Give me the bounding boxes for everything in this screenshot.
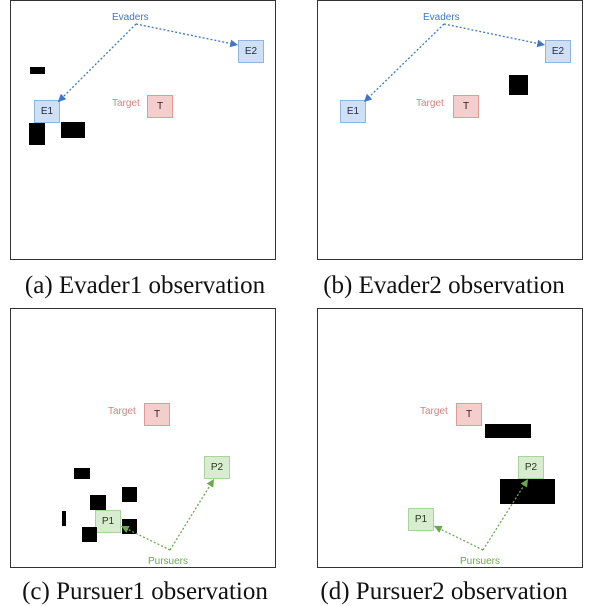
panel-b-arrow-to-evader2 <box>443 23 546 48</box>
panel-a-evader2-box: E2 <box>238 40 264 63</box>
panel-b-obstacle <box>509 75 528 95</box>
panel-c-target-box: T <box>144 403 170 426</box>
panel-b-arrow-to-evader1 <box>363 23 445 103</box>
panel-d-pursuer2-box: P2 <box>518 456 544 479</box>
panel-c-pursuer1-box: P1 <box>95 510 121 533</box>
panel-b-evaders-label: Evaders <box>423 12 460 23</box>
panel-a-obstacle <box>29 123 45 145</box>
panel-b-evader1-box: E1 <box>340 100 366 123</box>
panel-a-target-label: Target <box>112 98 140 109</box>
panel-c-arrow-to-pursuer1 <box>120 525 171 551</box>
panel-c-obstacle <box>122 487 137 502</box>
panel-d-arrow-to-pursuer1 <box>433 525 484 551</box>
panel-c-obstacle <box>82 527 97 542</box>
panel-a-evaders-label: Evaders <box>112 12 149 23</box>
panel-c-target-label: Target <box>108 406 136 417</box>
panel-a-obstacle <box>61 122 85 138</box>
panel-d-frame <box>317 308 583 568</box>
panel-c-obstacle <box>74 468 90 479</box>
panel-d-pursuer1-box: P1 <box>408 508 434 531</box>
panel-d-arrow-to-pursuer2 <box>482 478 529 551</box>
panel-c-obstacle <box>90 495 106 510</box>
panel-a-arrow-to-evader2 <box>135 23 239 48</box>
panel-c-arrow-to-pursuer2 <box>169 478 215 551</box>
panel-a-obstacle <box>30 67 45 74</box>
panel-c-caption: (c) Pursuer1 observation <box>22 578 268 605</box>
panel-b-evader2-box: E2 <box>545 40 571 63</box>
panel-a-caption: (a) Evader1 observation <box>24 272 266 299</box>
panel-b-target-label: Target <box>416 98 444 109</box>
panel-a-evader1-box: E1 <box>34 100 60 123</box>
panel-d-caption: (d) Pursuer2 observation <box>320 578 568 605</box>
panel-b-target-box: T <box>453 95 479 118</box>
panel-c-pursuer2-box: P2 <box>204 456 230 479</box>
panel-d-target-box: T <box>456 403 482 426</box>
panel-c-frame <box>10 308 276 568</box>
panel-b-caption: (b) Evader2 observation <box>323 272 565 299</box>
panel-a-target-box: T <box>147 95 173 118</box>
panel-c-pursuers-label: Pursuers <box>148 556 189 567</box>
panel-d-pursuers-label: Pursuers <box>460 556 501 567</box>
panel-c-obstacle <box>62 511 66 526</box>
panel-d-target-label: Target <box>420 406 448 417</box>
panel-d-obstacle <box>485 424 531 438</box>
panel-a-arrow-to-evader1 <box>57 23 137 103</box>
